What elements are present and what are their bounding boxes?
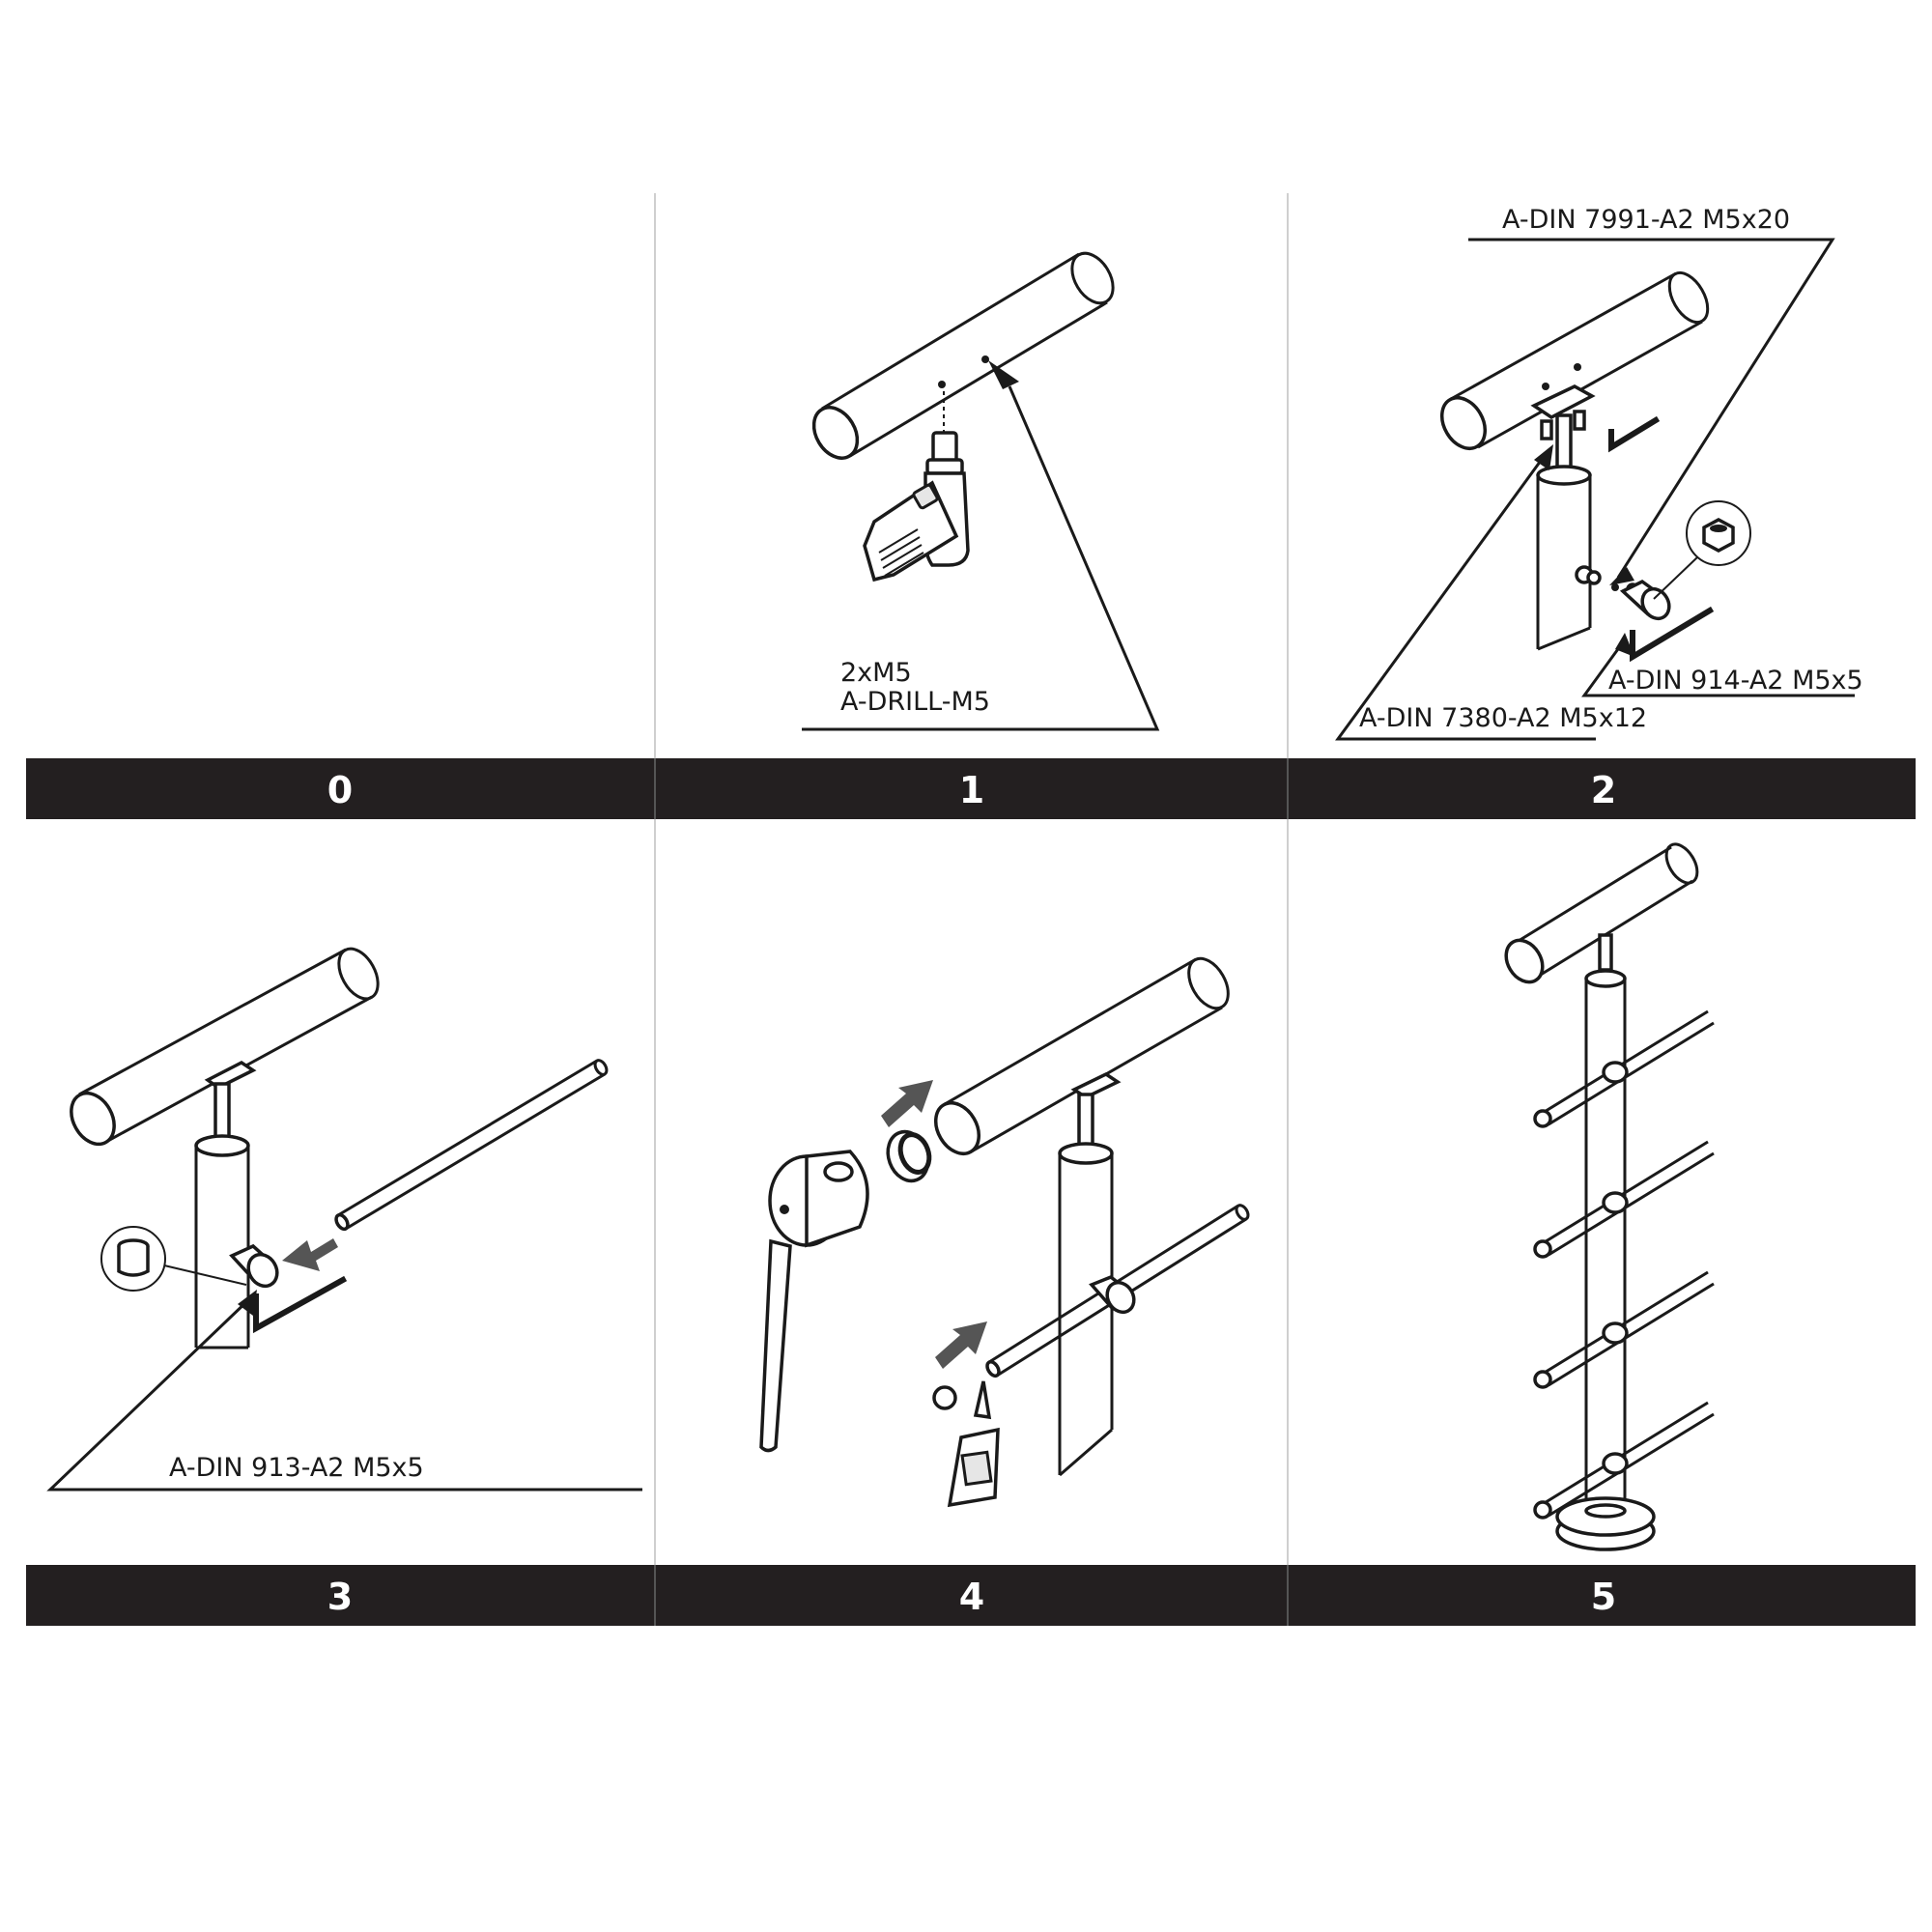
post-stem-icon: [1555, 413, 1573, 475]
rod-icon: [1533, 1009, 1715, 1128]
step2-illustration: [1335, 238, 1855, 741]
step4-illustration: [759, 956, 1250, 1508]
handrail-tube-icon: [1504, 842, 1699, 984]
step1-leader-line: [802, 385, 1160, 731]
rod-icon: [1533, 1140, 1715, 1259]
step-number-2: 2: [1591, 769, 1616, 811]
handrail-tube-icon: [811, 251, 1115, 460]
step1-illustration: [802, 251, 1160, 731]
step2-label-top: A-DIN 7991-A2 M5x20: [1502, 205, 1790, 235]
step3-label: A-DIN 913-A2 M5x5: [169, 1453, 424, 1483]
hex-key-icon: [253, 1275, 348, 1334]
base-plate-icon: [1555, 1496, 1656, 1551]
step5-illustration: [1504, 842, 1715, 1551]
panel-dividers: [654, 193, 1289, 1565]
hex-key-icon: [1608, 415, 1661, 453]
hex-key-icon: [1630, 606, 1715, 663]
rod-holder-icon: [1619, 579, 1671, 621]
step3-leader-line: [46, 1297, 642, 1492]
step1-pointer-arrow: [988, 360, 1019, 389]
step-band-top: [26, 758, 1916, 819]
step-number-4: 4: [959, 1576, 984, 1618]
mallet-icon: [759, 1150, 869, 1453]
bracket-plate-icon: [1530, 384, 1596, 420]
step2-label-bottom: A-DIN 7380-A2 M5x12: [1359, 703, 1647, 733]
step2-label-right: A-DIN 914-A2 M5x5: [1608, 666, 1863, 696]
handrail-tube-icon: [933, 956, 1230, 1155]
post-icon: [1584, 969, 1627, 1515]
step3-illustration: [46, 947, 642, 1492]
handrail-tube-icon: [1439, 270, 1710, 450]
step1-label-drill: A-DRILL-M5: [840, 687, 990, 717]
magnified-grub-screw-detail: [100, 1226, 247, 1292]
step-number-3: 3: [327, 1576, 353, 1618]
step-number-1: 1: [959, 769, 984, 811]
insert-arrow-icon: [881, 1080, 933, 1127]
step2-top-leader: [1468, 238, 1835, 579]
step2-bottom-leader: [1335, 453, 1596, 741]
step-band-bottom: [26, 1565, 1916, 1626]
post-icon: [1536, 465, 1592, 651]
rod-icon: [1533, 1270, 1715, 1389]
magnified-nut-detail: [1653, 500, 1751, 600]
insert-arrow-icon: [935, 1321, 987, 1369]
step-number-0: 0: [327, 769, 353, 811]
step-number-5: 5: [1591, 1576, 1616, 1618]
insert-arrow-icon: [282, 1238, 338, 1271]
end-cap-icon: [886, 1129, 932, 1183]
glue-bottle-icon: [932, 1380, 1000, 1508]
rod-holder-icon: [229, 1243, 279, 1289]
drill-icon: [863, 391, 970, 582]
step1-label-screws: 2xM5: [840, 658, 912, 688]
step2-right-leader: [1581, 641, 1855, 697]
rod-holder-icon: [1089, 1274, 1136, 1315]
rod-icon: [1533, 1401, 1715, 1520]
post-icon: [194, 1134, 250, 1350]
rod-icon: [334, 1059, 609, 1232]
